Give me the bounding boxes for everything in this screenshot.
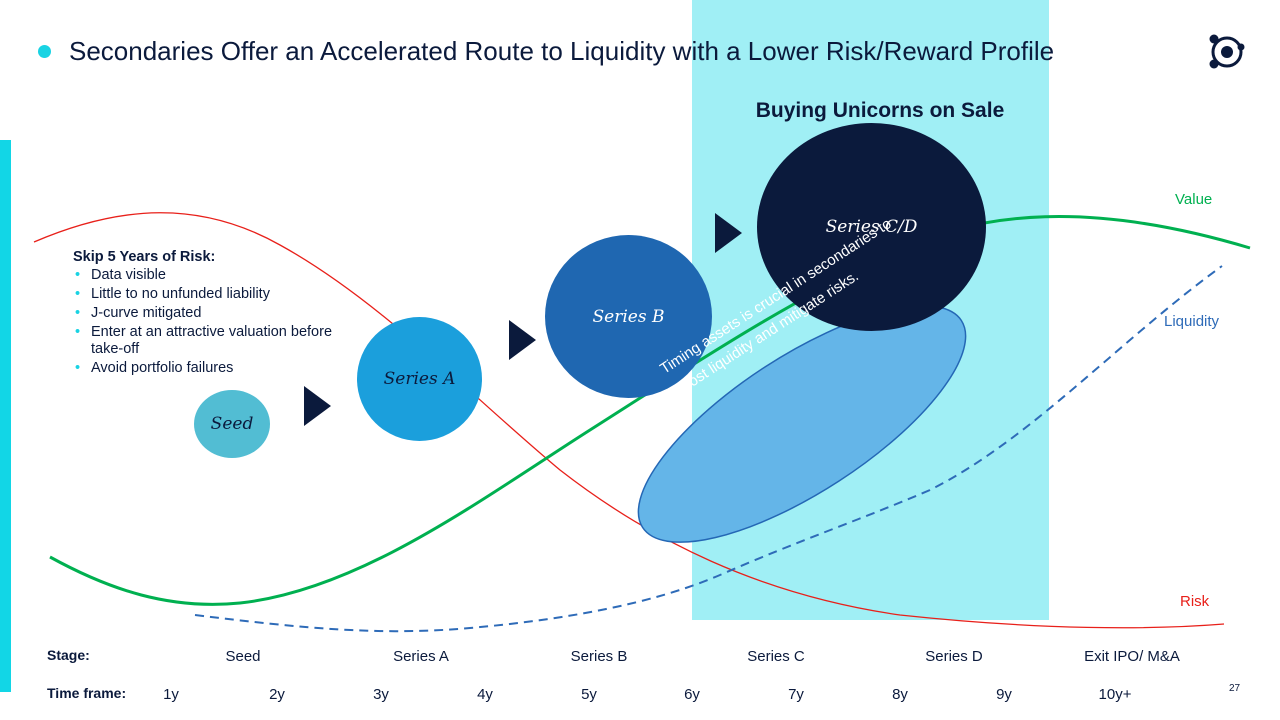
- seed-circle: Seed: [194, 390, 270, 458]
- list-item: Avoid portfolio failures: [73, 360, 333, 377]
- stage-row-label: Stage:: [47, 647, 90, 663]
- time-item: 9y: [996, 686, 1012, 703]
- arrow-right-icon: [509, 320, 536, 360]
- page-number: 27: [1229, 683, 1241, 694]
- time-item: 4y: [477, 686, 493, 703]
- company-logo-icon: [1209, 34, 1245, 69]
- skip-risk-heading: Skip 5 Years of Risk:: [73, 249, 216, 265]
- list-item: Enter at an attractive valuation before …: [73, 324, 333, 358]
- risk-label: Risk: [1180, 593, 1210, 610]
- series-a-circle-label: Series A: [383, 369, 456, 389]
- liquidity-label: Liquidity: [1164, 313, 1220, 330]
- timing-ellipse: [637, 305, 967, 543]
- title-bullet: [38, 45, 51, 58]
- stage-item: Exit IPO/ M&A: [1084, 648, 1180, 665]
- time-item: 2y: [269, 686, 285, 703]
- time-item: 8y: [892, 686, 908, 703]
- list-item: Little to no unfunded liability: [73, 286, 333, 303]
- stage-item: Series C: [747, 648, 805, 665]
- stage-item: Seed: [225, 648, 261, 665]
- series-b-circle-label: Series B: [592, 306, 665, 327]
- page-title: Secondaries Offer an Accelerated Route t…: [69, 36, 1055, 66]
- series-cd-circle-label: Series C/D: [825, 217, 918, 237]
- left-accent-bar: [0, 140, 11, 692]
- time-row-label: Time frame:: [47, 685, 127, 701]
- time-item: 6y: [684, 686, 700, 703]
- skip-risk-list: Data visible Little to no unfunded liabi…: [73, 267, 333, 377]
- list-item: Data visible: [73, 267, 333, 284]
- liquidity-curve: [194, 265, 1223, 633]
- time-item: 10y+: [1098, 686, 1132, 703]
- risk-curve: [33, 212, 1225, 629]
- value-curve: [49, 215, 1251, 606]
- stage-item: Series B: [570, 648, 628, 665]
- time-item: 5y: [581, 686, 597, 703]
- stage-item: Series D: [925, 648, 983, 665]
- series-b-circle: Series B: [545, 235, 712, 398]
- skip-risk-box: Skip 5 Years of Risk: Data visible Littl…: [73, 249, 333, 379]
- stage-item: Series A: [393, 648, 449, 665]
- arrow-right-icon: [715, 213, 742, 253]
- value-label: Value: [1175, 191, 1213, 208]
- series-a-circle: Series A: [357, 317, 482, 441]
- band-title: Buying Unicorns on Sale: [755, 99, 1005, 122]
- time-item: 7y: [788, 686, 804, 703]
- series-cd-circle: Series C/D: [757, 123, 986, 331]
- list-item: J-curve mitigated: [73, 305, 333, 322]
- arrow-right-icon: [304, 386, 331, 426]
- time-item: 3y: [373, 686, 389, 703]
- time-item: 1y: [163, 686, 179, 703]
- seed-circle-label: Seed: [210, 414, 254, 434]
